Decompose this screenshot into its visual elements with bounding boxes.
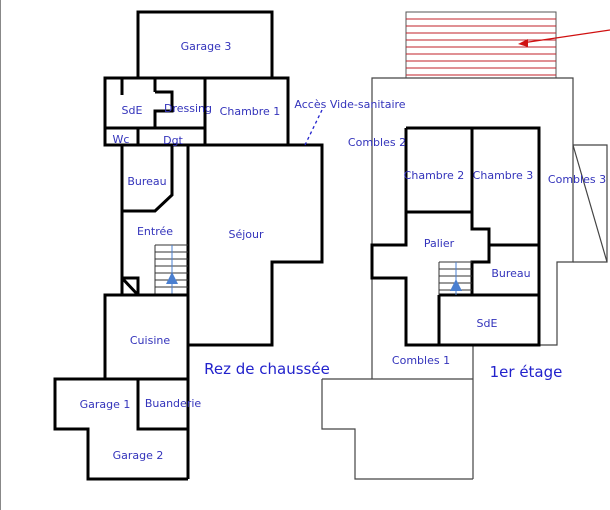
dressing-wall [153, 90, 174, 128]
room-label: Garage 2 [113, 449, 164, 462]
first-floor-title: 1er étage [490, 363, 563, 381]
room-label: Chambre 2 [404, 169, 465, 182]
room-label: Dressing [164, 102, 212, 115]
room-label: Bureau [127, 175, 166, 188]
room-label: Dgt [163, 134, 183, 147]
red-arrow [521, 29, 610, 44]
first-floor-plan [321, 11, 610, 480]
hatch-lines [406, 18, 556, 76]
room-label: Séjour [228, 228, 264, 241]
sejour-walls [188, 143, 324, 347]
room-label: Garage 1 [80, 398, 131, 411]
stairs-first [438, 261, 472, 295]
room-label: Wc [113, 133, 130, 146]
room-label: Bureau [491, 267, 530, 280]
combles3-diagonal [572, 144, 608, 263]
ground-floor-plan [53, 10, 324, 481]
red-arrowhead-icon [518, 39, 528, 47]
stairs-ground [154, 244, 188, 295]
wall [470, 128, 491, 295]
room-label: SdE [477, 317, 498, 330]
buanderie-walls [136, 379, 188, 431]
first-floor-walls [370, 126, 541, 347]
room-label: Combles 1 [392, 354, 450, 367]
room-label: Cuisine [130, 334, 170, 347]
stair-arrow-icon [450, 279, 462, 291]
room-label: Palier [424, 237, 455, 250]
room-label: Combles 2 [348, 136, 406, 149]
room-label: Garage 3 [181, 40, 232, 53]
room-label: Combles 3 [548, 173, 606, 186]
lower-outline [321, 379, 473, 480]
crawlspace-access-label: Accès Vide-sanitaire [294, 98, 405, 111]
hatched-area [405, 11, 557, 79]
room-label: SdE [122, 104, 143, 117]
bureau-walls [122, 145, 174, 213]
garage-walls [53, 377, 188, 481]
cuisine-walls [103, 293, 190, 381]
room-label: Chambre 3 [473, 169, 534, 182]
room-label: Entrée [137, 225, 173, 238]
stair-arrow-icon [166, 272, 178, 284]
closet-diagonal [120, 276, 140, 297]
room-label: Buanderie [145, 397, 202, 410]
room-label: Chambre 1 [220, 105, 281, 118]
ground-floor-title: Rez de chaussée [204, 360, 330, 378]
combles3-outline [573, 144, 608, 263]
crawlspace-pointer [304, 109, 323, 146]
